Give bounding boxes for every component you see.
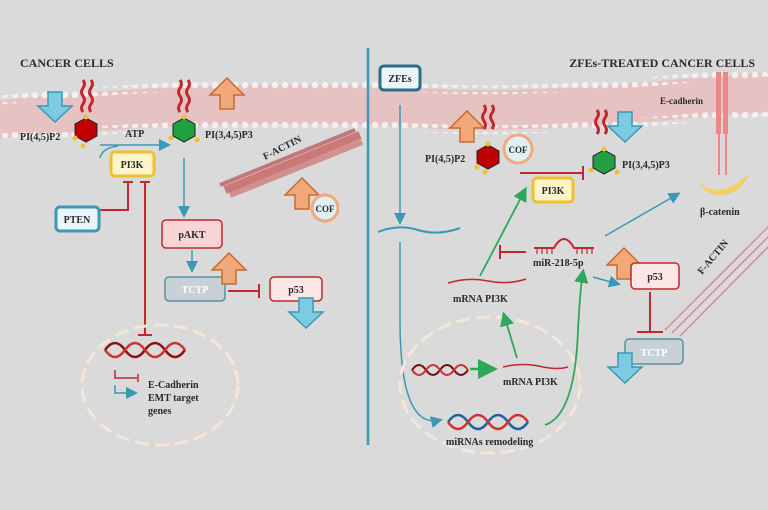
factin-label-right: F-ACTIN	[696, 237, 732, 277]
svg-text:p53: p53	[288, 285, 304, 296]
tctp-up-arrow-icon	[210, 251, 248, 285]
mir-label: miR-218-5p	[533, 258, 584, 269]
cof-circle: COF	[310, 193, 340, 223]
mirna-dna-icon	[446, 413, 530, 431]
svg-text:TCTP: TCTP	[182, 285, 209, 296]
p53-down-arrow-icon	[287, 297, 325, 330]
svg-text:PI3K: PI3K	[121, 160, 144, 171]
pi3k-box: PI3K	[109, 150, 156, 178]
atp-label: ATP	[125, 129, 144, 140]
svg-text:COF: COF	[509, 145, 529, 155]
mrna-label: mRNA PI3K	[453, 294, 508, 305]
nuc-mrna-label: mRNA PI3K	[503, 377, 558, 388]
beta-catenin-icon	[700, 173, 750, 195]
svg-text:COF: COF	[316, 204, 336, 214]
pip3-up-arrow-icon	[208, 76, 246, 110]
pip2-receptor-icon-right	[474, 104, 500, 175]
cof-circle-right: COF	[502, 133, 534, 165]
pip3-receptor-icon-right	[588, 109, 620, 175]
mrna-pi3k-icon	[447, 278, 527, 284]
mir-218-icon	[534, 238, 594, 254]
pi3k-box-right: PI3K	[531, 176, 575, 204]
pip2-label-right: PI(4,5)P2	[425, 154, 465, 165]
pip3-label: PI(3,4,5)P3	[205, 130, 253, 141]
svg-text:pAKT: pAKT	[178, 230, 206, 241]
ecadherin-label: E-cadherin	[660, 96, 703, 106]
nucleus-text-1: E-Cadherin	[148, 380, 199, 391]
dna-icon-right	[411, 364, 469, 376]
svg-text:PI3K: PI3K	[542, 186, 565, 197]
pip2-down-arrow-icon	[36, 91, 74, 124]
nucleus-left	[80, 323, 240, 447]
f-actin-filament-icon	[219, 128, 364, 198]
left-title: CANCER CELLS	[20, 56, 114, 70]
pip2-up-arrow-icon-right	[448, 109, 486, 143]
f-actin-lines-right	[664, 225, 768, 337]
pakt-box: pAKT	[161, 219, 223, 249]
bcatenin-label: β-catenin	[700, 207, 740, 218]
pip2-label: PI(4,5)P2	[20, 132, 60, 143]
svg-text:ZFEs: ZFEs	[388, 74, 411, 85]
p53-box-right: p53	[630, 262, 680, 290]
p53-box-left: p53	[269, 276, 323, 302]
right-title: ZFEs-TREATED CANCER CELLS	[569, 56, 755, 70]
nucleus-text-2: EMT target	[148, 393, 199, 404]
e-cadherin-icon	[716, 72, 728, 175]
mirnas-label: miRNAs remodeling	[446, 437, 533, 448]
pip3-down-arrow-icon-right	[606, 111, 644, 144]
cof-up-arrow-icon	[283, 176, 321, 210]
mrna-strand-icon	[377, 226, 461, 234]
pip2-receptor-icon	[72, 79, 98, 149]
nucleus-right	[398, 315, 582, 455]
pten-box: PTEN	[54, 205, 101, 233]
pip3-label-right: PI(3,4,5)P3	[622, 160, 670, 171]
pip3-receptor-icon	[168, 79, 200, 143]
zfes-box: ZFEs	[378, 64, 422, 92]
tctp-box-left: TCTP	[164, 276, 226, 302]
svg-text:p53: p53	[647, 272, 663, 283]
tctp-down-arrow-icon-right	[606, 352, 644, 385]
svg-text:PTEN: PTEN	[64, 215, 91, 226]
dna-icon-left	[103, 341, 187, 359]
tctp-box-right: TCTP	[624, 338, 684, 365]
nucleus-text-3: genes	[148, 406, 171, 417]
svg-text:TCTP: TCTP	[641, 348, 668, 359]
